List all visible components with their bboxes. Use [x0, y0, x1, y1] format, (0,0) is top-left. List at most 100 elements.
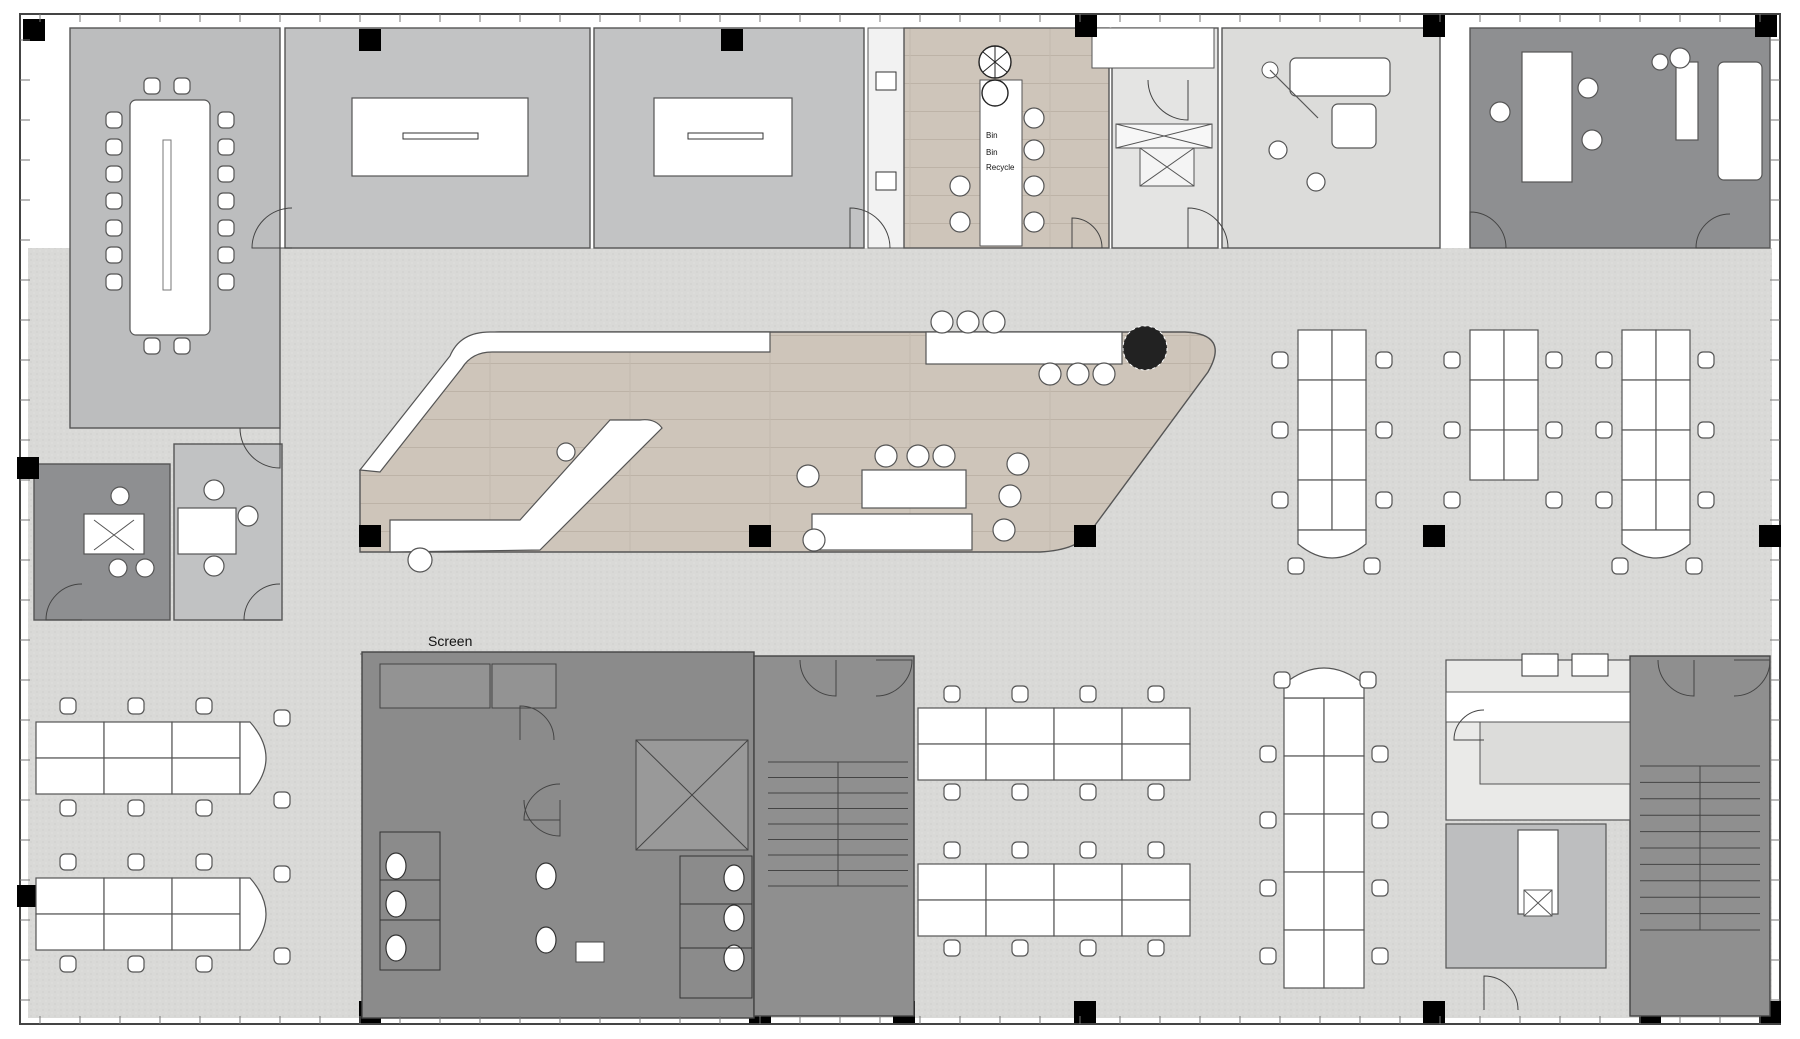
chair-icon [1371, 879, 1389, 897]
office-small-right-desk [177, 507, 237, 555]
cubicle [679, 947, 753, 999]
office-small-left-desk [83, 513, 145, 555]
screen-bar-1 [402, 132, 479, 140]
chair-icon [1271, 491, 1289, 509]
recycle-label: Recycle [986, 163, 1015, 172]
chair-icon [1443, 491, 1461, 509]
chair-icon [1371, 947, 1389, 965]
chair-icon [1259, 947, 1277, 965]
desk-workstation [1053, 899, 1123, 937]
chair-icon [1259, 811, 1277, 829]
chair-icon [195, 955, 213, 973]
chair-icon [1545, 491, 1563, 509]
lobby-reception [1091, 27, 1215, 69]
chair-icon [1363, 557, 1381, 575]
desk-workstation-end [239, 721, 267, 795]
desk-workstation [985, 863, 1055, 901]
door-swing-icon [1483, 975, 1519, 1011]
office-small-left-chair-2 [108, 558, 128, 578]
chair-icon [943, 783, 961, 801]
reception-desk-lower [389, 419, 663, 553]
column [17, 457, 39, 479]
screen-label: Screen [428, 633, 472, 649]
stool-icon [802, 528, 826, 552]
cubicle [379, 919, 441, 971]
island-table [861, 469, 967, 509]
chair-icon [59, 853, 77, 871]
chair-icon [59, 697, 77, 715]
pantry-counter [867, 27, 905, 249]
lounge-sofa [1289, 57, 1391, 97]
column [1755, 15, 1777, 37]
toilet-icon [385, 890, 407, 918]
toilet-icon [723, 944, 745, 972]
door-swing-icon [1071, 217, 1103, 249]
column [1423, 525, 1445, 547]
desk-workstation [35, 721, 105, 759]
chair-icon [1147, 685, 1165, 703]
desk-workstation [103, 913, 173, 951]
desk-workstation [1655, 429, 1691, 481]
column [23, 19, 45, 41]
column [1074, 1001, 1096, 1023]
desk-workstation [1297, 329, 1333, 381]
pantry-sink [875, 71, 897, 91]
chair-icon [273, 865, 291, 883]
chair-icon [1697, 491, 1715, 509]
stool-icon [1023, 139, 1045, 161]
desk-workstation [1331, 429, 1367, 481]
desk-workstation [985, 743, 1055, 781]
printer-2 [1571, 653, 1609, 677]
chair-icon [105, 111, 123, 129]
chair-icon [105, 273, 123, 291]
chair-icon [1443, 421, 1461, 439]
chair-icon [127, 955, 145, 973]
column [749, 525, 771, 547]
chair-icon [127, 853, 145, 871]
desk-workstation [1121, 899, 1191, 937]
chair-icon [1259, 879, 1277, 897]
door-swing-icon [1695, 213, 1731, 249]
stool-icon [906, 444, 930, 468]
chair-icon [217, 219, 235, 237]
chair-icon [1079, 841, 1097, 859]
restroom-upper-store-2 [491, 663, 557, 709]
director-chair-b [1581, 129, 1603, 151]
chair-icon [217, 111, 235, 129]
chair-icon [217, 192, 235, 210]
plant-icon-bar [1123, 326, 1167, 370]
desk-workstation [1323, 697, 1365, 757]
desk-workstation [1297, 479, 1333, 531]
print-counter [1445, 691, 1631, 723]
desk-workstation [917, 743, 987, 781]
chair-icon [1371, 811, 1389, 829]
stair-core-middle [753, 655, 915, 1017]
door-swing-icon [523, 799, 561, 837]
desk-workstation [103, 877, 173, 915]
desk-workstation [1503, 329, 1539, 381]
desk-workstation [1655, 479, 1691, 531]
director-chair-c [1489, 101, 1511, 123]
stool-icon [998, 484, 1022, 508]
column [1759, 525, 1781, 547]
desk-workstation [1283, 697, 1325, 757]
stool-icon [1066, 362, 1090, 386]
chair-icon [143, 77, 161, 95]
pantry-appliance [875, 171, 897, 191]
stool-icon [874, 444, 898, 468]
chair-icon [1147, 841, 1165, 859]
chair-icon [1147, 783, 1165, 801]
office-small-left-chair-1 [110, 486, 130, 506]
door-swing-icon [1147, 79, 1189, 121]
chair-icon [273, 791, 291, 809]
column [17, 885, 39, 907]
chair-icon [195, 799, 213, 817]
door-swing-icon [1733, 659, 1771, 697]
desk-workstation [1053, 707, 1123, 745]
door-swing-icon [243, 583, 281, 621]
desk-workstation [171, 913, 241, 951]
desk-workstation [1323, 929, 1365, 989]
central-island [359, 331, 1216, 553]
chair-icon [105, 219, 123, 237]
desk-workstation [1121, 743, 1191, 781]
